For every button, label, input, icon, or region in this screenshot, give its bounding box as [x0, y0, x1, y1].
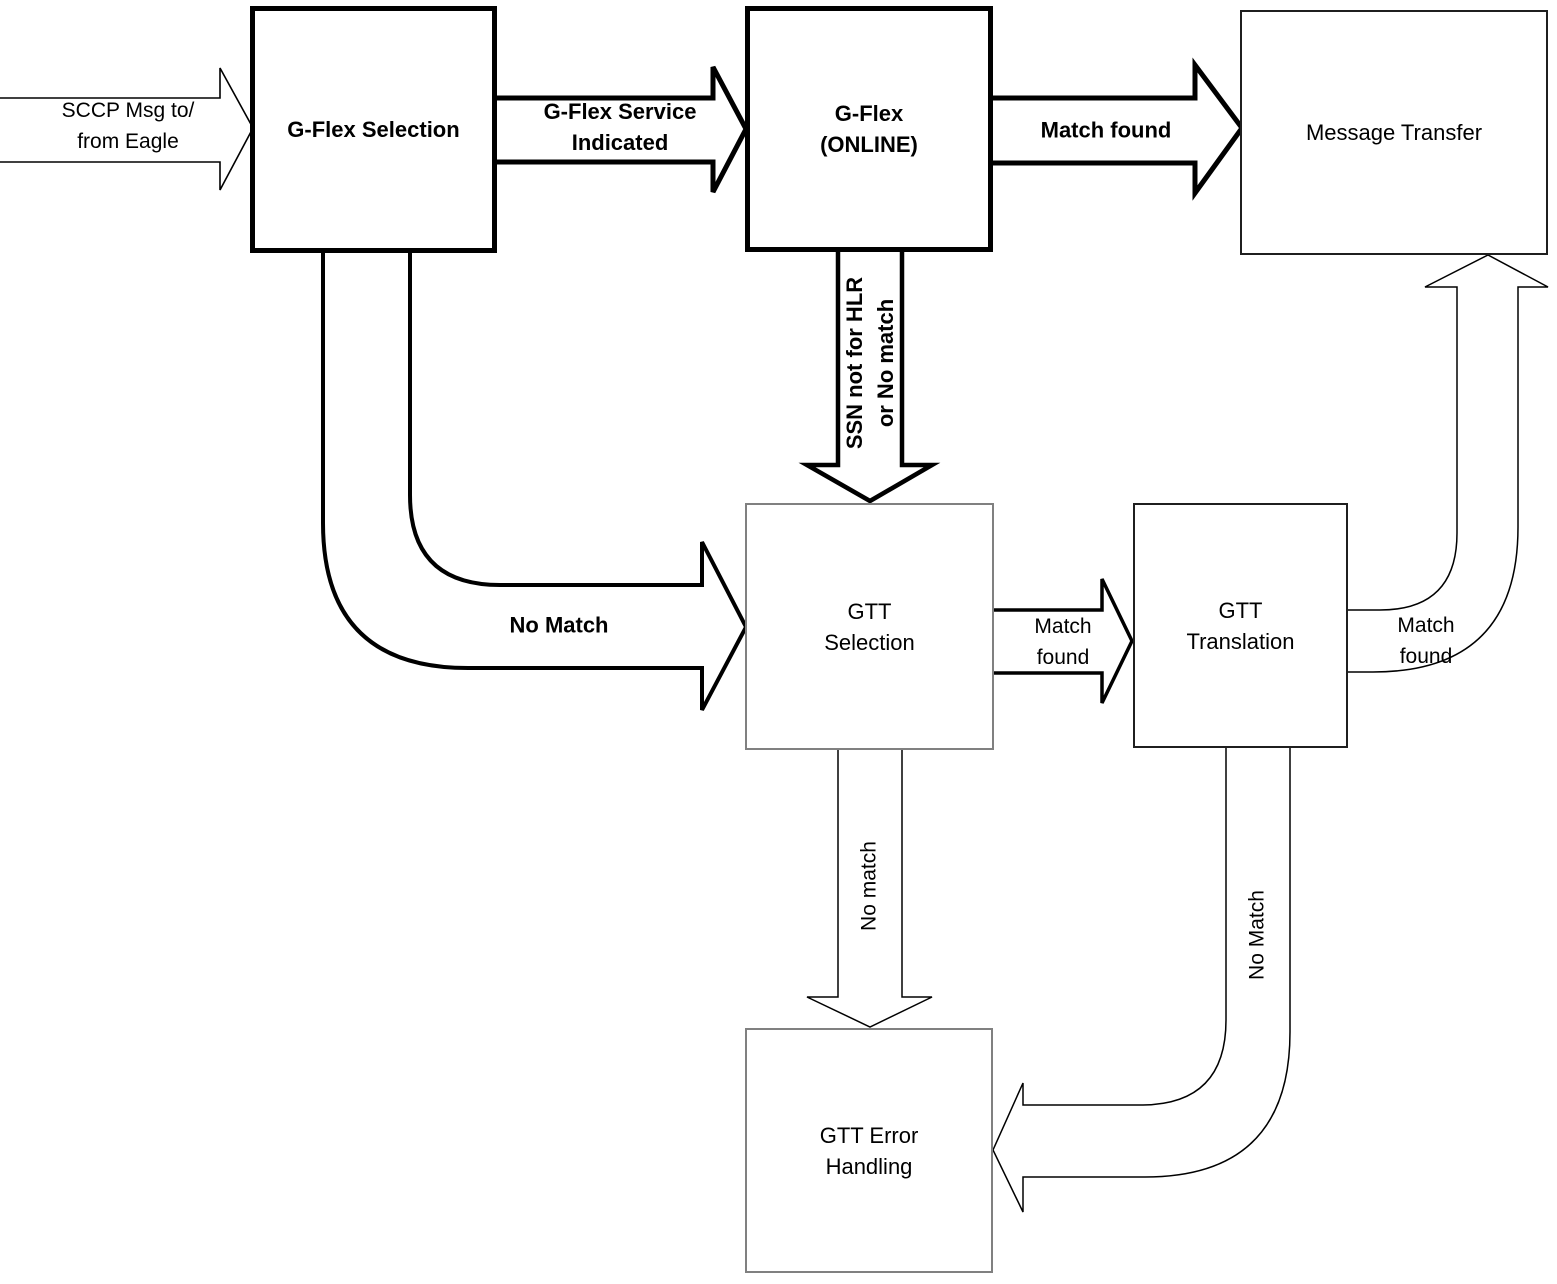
label-sccp-input: SCCP Msg to/ from Eagle [61, 99, 195, 153]
node-gflex-online-label: G-Flex (ONLINE) [820, 101, 918, 157]
label-no-match-down: No match [857, 841, 881, 931]
node-gtt-translation: GTT Translation [1133, 503, 1348, 748]
node-gtt-translation-label: GTT Translation [1186, 597, 1295, 654]
node-gflex-selection-label: G-Flex Selection [287, 117, 460, 142]
label-no-match-right: No Match [1245, 890, 1269, 980]
label-match-found-right: Match found [1397, 614, 1455, 668]
arrow-no-match-curve-left [321, 250, 749, 711]
arrow-no-match-down [806, 749, 933, 1028]
node-gtt-selection: GTT Selection [745, 503, 994, 750]
label-match-found-top: Match found [1040, 117, 1172, 143]
node-gflex-online: G-Flex (ONLINE) [745, 6, 993, 252]
node-gflex-selection: G-Flex Selection [250, 6, 497, 253]
label-match-found-mid: Match found [1034, 615, 1092, 669]
arrow-no-match-curve-down [992, 747, 1291, 1213]
label-gflex-service-indicated: G-Flex Service Indicated [543, 99, 697, 155]
label-no-match-left: No Match [509, 612, 609, 638]
arrow-match-found-mid [992, 578, 1134, 704]
label-ssn-not-for-hlr: SSN not for HLR or No match [842, 276, 898, 450]
node-message-transfer-label: Message Transfer [1305, 120, 1483, 145]
node-message-transfer: Message Transfer [1240, 10, 1548, 255]
arrow-match-found-curve-right [1346, 254, 1549, 673]
node-gtt-selection-label: GTT Selection [824, 598, 915, 655]
arrow-ssn-no-match-down [798, 250, 941, 504]
node-gtt-error-handling-label: GTT Error Handling [819, 1122, 919, 1179]
node-gtt-error-handling: GTT Error Handling [745, 1028, 993, 1273]
